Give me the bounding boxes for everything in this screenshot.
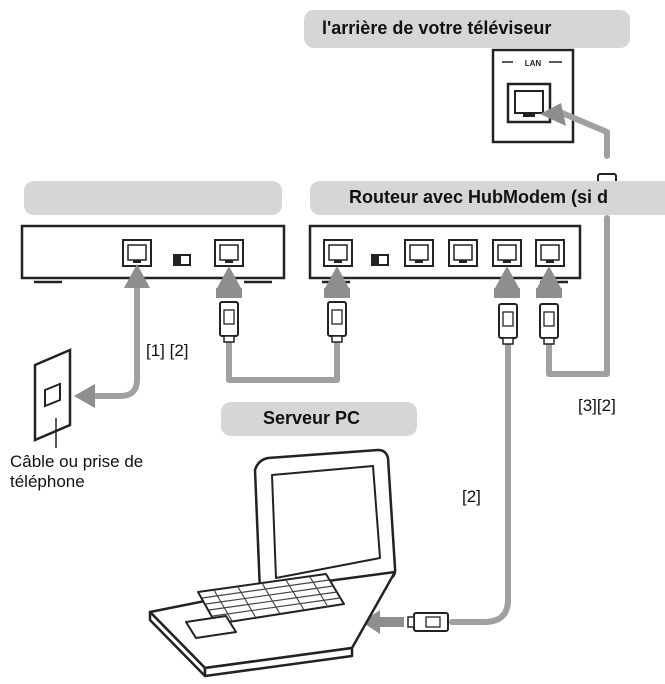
wall-socket-label: Câble ou prise de téléphone [10, 452, 144, 491]
server-title: Serveur PC [263, 408, 361, 428]
router-port-4 [535, 239, 565, 267]
router-device [308, 224, 582, 284]
cable-router-to-pc [449, 337, 511, 625]
modem-port-line [122, 239, 152, 267]
cable-router-to-tv [546, 215, 610, 377]
plugs [219, 173, 617, 632]
arrow-up-router-wan [324, 266, 350, 290]
cables [77, 107, 610, 625]
arrow-up-router-pc [494, 266, 520, 290]
tv-back-title: l'arrière de votre téléviseur [322, 18, 552, 38]
wall-socket [33, 348, 72, 448]
cable-label-modem: [1] [2] [146, 341, 189, 360]
arrow-up-modem-lan [216, 266, 242, 290]
modem-port-lan [214, 239, 244, 267]
laptop [148, 448, 397, 678]
router-title: Routeur avec HubModem (si d [349, 187, 609, 207]
modem-device [20, 224, 286, 284]
tv-back-panel [491, 48, 575, 144]
cable-label-tv: [3][2] [578, 396, 616, 415]
arrow-into-tv-lan [540, 103, 566, 126]
cable-tv-upper [552, 107, 610, 159]
arrow-shaft-pc [376, 617, 404, 627]
cable-label-pc: [2] [462, 487, 481, 506]
cable-wall-to-modem [77, 277, 140, 399]
router-port-2 [448, 239, 478, 267]
cable-modem-to-router [226, 335, 340, 383]
arrow-left-wall [74, 384, 95, 408]
router-port-1 [404, 239, 434, 267]
arrow-left-pc [362, 610, 380, 634]
lan-port-label: LAN [525, 59, 542, 68]
tv-back-pill [304, 10, 630, 48]
arrow-up-modem-line [124, 264, 150, 288]
router-port-3 [492, 239, 522, 267]
server-pill [221, 402, 417, 436]
arrows [74, 103, 566, 634]
modem-pill [24, 181, 282, 215]
arrow-up-router-tv [536, 266, 562, 290]
router-port-wan [323, 239, 353, 267]
router-pill [310, 181, 665, 215]
